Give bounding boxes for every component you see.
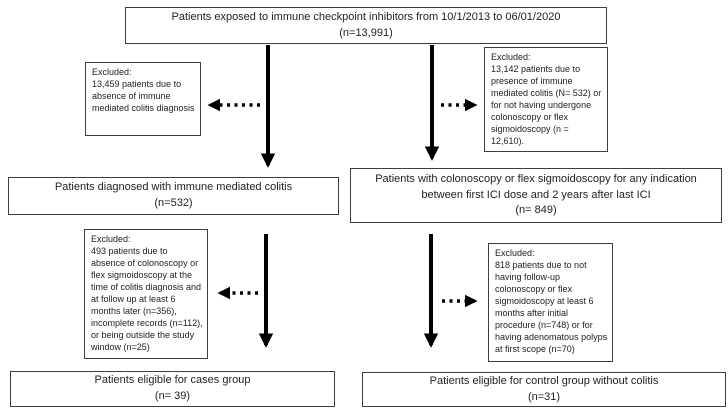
- node-cases-group: Patients eligible for cases group (n= 39…: [10, 371, 335, 407]
- excluded-body: 13,142 patients due to presence of immun…: [491, 63, 602, 146]
- node-cases-count: (n= 39): [154, 390, 191, 402]
- node-control-text: Patients eligible for control group with…: [429, 374, 659, 387]
- node-control-group: Patients eligible for control group with…: [362, 372, 726, 407]
- node-scope-any-indication: Patients with colonoscopy or flex sigmoi…: [350, 168, 722, 223]
- excluded-body: 13,459 patients due to absence of immune…: [92, 78, 195, 113]
- node-scope-text-1: Patients with colonoscopy or flex sigmoi…: [375, 173, 697, 186]
- node-ici-exposed-count: (n=13,991): [339, 26, 393, 39]
- node-excluded-no-colitis-dx: Excluded: 13,459 patients due to absence…: [85, 62, 201, 136]
- excluded-title: Excluded:: [495, 248, 535, 258]
- node-excluded-no-followup-controls: Excluded: 818 patients due to not having…: [488, 243, 613, 362]
- excluded-title: Excluded:: [491, 52, 531, 62]
- node-immune-colitis-text: Patients diagnosed with immune mediated …: [54, 181, 293, 194]
- node-scope-count: (n= 849): [515, 204, 557, 217]
- node-ici-exposed: Patients exposed to immune checkpoint in…: [125, 7, 607, 44]
- excluded-body: 493 patients due to absence of colonosco…: [91, 245, 203, 352]
- node-ici-exposed-text: Patients exposed to immune checkpoint in…: [171, 10, 561, 23]
- node-excluded-colitis-or-no-scope: Excluded: 13,142 patients due to presenc…: [484, 47, 608, 152]
- excluded-body: 818 patients due to not having follow-up…: [495, 259, 608, 354]
- excluded-title: Excluded:: [92, 67, 132, 77]
- node-cases-text: Patients eligible for cases group: [94, 374, 251, 387]
- node-immune-colitis: Patients diagnosed with immune mediated …: [8, 177, 339, 215]
- node-scope-text-2: between first ICI dose and 2 years after…: [421, 188, 651, 201]
- node-control-count: (n=31): [527, 390, 561, 403]
- node-immune-colitis-count: (n=532): [154, 197, 193, 209]
- excluded-title: Excluded:: [91, 234, 131, 244]
- node-excluded-no-scope-cases: Excluded: 493 patients due to absence of…: [84, 229, 208, 359]
